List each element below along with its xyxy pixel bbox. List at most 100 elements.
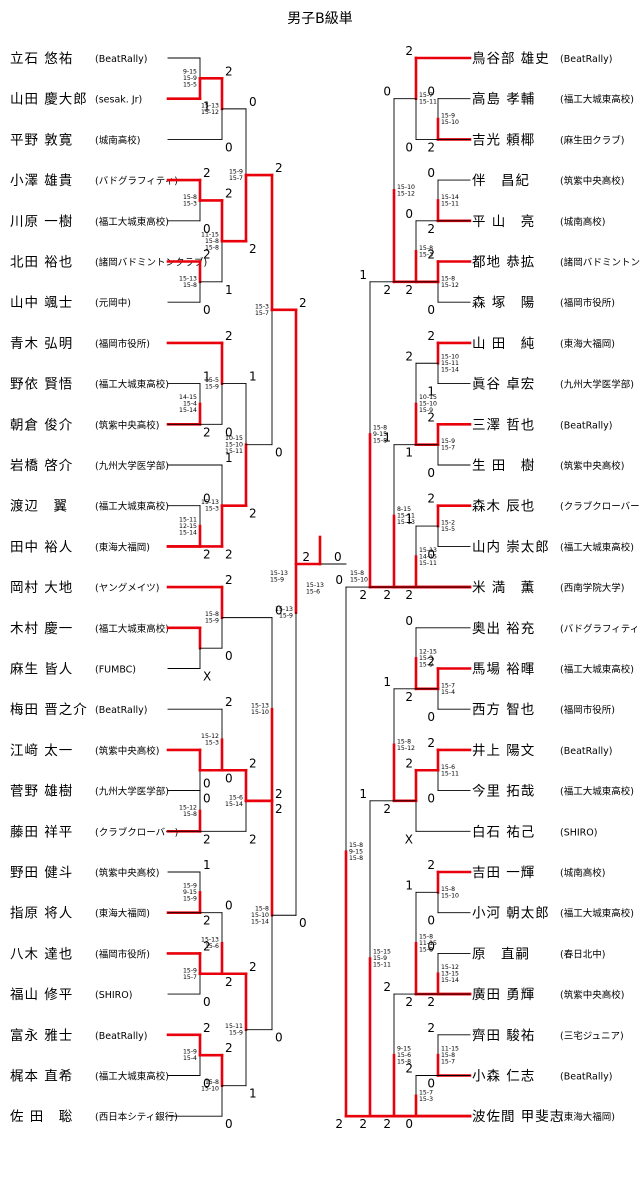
right-player-affil: (筑紫中央高校) bbox=[560, 989, 624, 1001]
right-game-score: 15-12 bbox=[441, 964, 459, 971]
right-game-score: 15-14 bbox=[441, 977, 459, 984]
right-player-name: 生 田 樹 bbox=[472, 458, 535, 474]
right-game-score: 15-12 bbox=[397, 745, 415, 752]
right-game-score: 15-8 bbox=[441, 886, 455, 893]
left-game-score: 15-4 bbox=[183, 401, 197, 408]
left-player-affil: (SHIRO) bbox=[95, 990, 132, 1001]
right-game-score: 15-11 bbox=[441, 200, 459, 207]
left-set-score: 2 bbox=[225, 695, 233, 709]
left-set-score: 0 bbox=[203, 303, 211, 317]
left-game-score: 15-12 bbox=[201, 109, 219, 116]
right-game-score: 15-8 bbox=[373, 438, 387, 445]
left-game-score: 15-14 bbox=[179, 407, 197, 414]
left-game-score: 15-3 bbox=[183, 200, 197, 207]
right-set-score: 2 bbox=[427, 329, 435, 343]
final-game-score: 15-13 bbox=[306, 582, 324, 589]
left-game-score: 10-15 bbox=[225, 435, 243, 442]
right-player-affil: (麻生田クラブ) bbox=[560, 134, 624, 146]
left-player-affil: (東海大福岡) bbox=[95, 908, 150, 920]
right-player-affil: (西南学院大学) bbox=[560, 582, 624, 594]
left-player-affil: (福工大城東高校) bbox=[95, 216, 169, 228]
right-player-name: 小森 仁志 bbox=[472, 1069, 535, 1085]
right-player-name: 齊田 駿祐 bbox=[472, 1028, 535, 1044]
right-set-score: 2 bbox=[405, 756, 413, 770]
right-set-score: 0 bbox=[427, 792, 435, 806]
left-game-score: 15-3 bbox=[205, 740, 219, 747]
left-set-score: 2 bbox=[225, 186, 233, 200]
right-set-score: 2 bbox=[427, 140, 435, 154]
right-set-score: 2 bbox=[405, 588, 413, 602]
right-game-score: 15-8 bbox=[419, 933, 433, 940]
final-set-score: 2 bbox=[302, 550, 310, 564]
left-player-name: 佐 田 聡 bbox=[10, 1109, 73, 1125]
left-game-score: 15-11 bbox=[179, 516, 197, 523]
left-game-score: 15-9 bbox=[183, 1049, 197, 1056]
right-player-name: 奥出 裕充 bbox=[472, 620, 535, 637]
left-set-score: 0 bbox=[225, 771, 233, 785]
left-game-score: 15-7 bbox=[229, 175, 243, 182]
right-game-score: 15-9 bbox=[373, 955, 387, 962]
left-set-score: 0 bbox=[225, 649, 233, 663]
right-game-score: 15-11 bbox=[419, 560, 437, 567]
left-game-score: 15-13 bbox=[275, 606, 293, 613]
right-set-score: 2 bbox=[427, 736, 435, 750]
right-player-name: 馬場 裕暉 bbox=[472, 662, 535, 678]
right-game-score: 15-5 bbox=[441, 526, 455, 533]
left-player-name: 藤田 祥平 bbox=[10, 824, 73, 840]
left-player-affil: (福工大城東高校) bbox=[95, 623, 169, 635]
left-player-affil: (東海大福岡) bbox=[95, 541, 150, 553]
right-set-score: 2 bbox=[427, 1021, 435, 1035]
right-set-score: 0 bbox=[427, 303, 435, 317]
left-game-score: 15-8 bbox=[255, 905, 269, 912]
left-game-score: 12-15 bbox=[179, 523, 197, 530]
left-set-score: 2 bbox=[203, 832, 211, 846]
right-set-score: 0 bbox=[427, 710, 435, 724]
right-game-score: 15-11 bbox=[397, 513, 415, 520]
right-set-score: 0 bbox=[383, 85, 391, 99]
left-game-score: 15-14 bbox=[225, 801, 243, 808]
right-player-name: 吉光 頼椰 bbox=[472, 132, 535, 148]
right-set-score: X bbox=[405, 832, 413, 846]
right-set-score: 2 bbox=[427, 995, 435, 1009]
right-game-score: 15-7 bbox=[419, 92, 433, 99]
right-player-name: 山内 崇太郎 bbox=[472, 539, 550, 555]
left-game-score: 15-9 bbox=[205, 618, 219, 625]
right-player-name: 高島 孝輔 bbox=[472, 91, 535, 108]
left-set-score: 2 bbox=[275, 787, 283, 801]
left-player-name: 小澤 雄貴 bbox=[10, 173, 73, 189]
right-game-score: 15-8 bbox=[419, 946, 433, 953]
left-set-score: 0 bbox=[299, 916, 307, 930]
right-set-score: 0 bbox=[427, 1077, 435, 1091]
right-set-score: 0 bbox=[405, 614, 413, 628]
left-game-score: 15-9 bbox=[229, 1030, 243, 1037]
right-player-affil: (BeatRally) bbox=[560, 1072, 612, 1083]
left-set-score: 2 bbox=[225, 975, 233, 989]
left-set-score: 0 bbox=[225, 899, 233, 913]
right-game-score: 15-3 bbox=[419, 251, 433, 258]
left-player-name: 北田 裕也 bbox=[10, 255, 73, 271]
right-set-score: 2 bbox=[383, 283, 391, 297]
left-set-score: 0 bbox=[275, 1031, 283, 1045]
right-set-score: 2 bbox=[383, 802, 391, 816]
left-player-name: 朝倉 俊介 bbox=[10, 417, 73, 433]
left-player-name: 麻生 皆人 bbox=[10, 662, 73, 678]
left-set-score: 0 bbox=[225, 140, 233, 154]
left-set-score: 2 bbox=[203, 547, 211, 561]
right-game-score: 10-15 bbox=[419, 394, 437, 401]
left-game-score: 15-13 bbox=[251, 703, 269, 710]
left-set-score: 2 bbox=[249, 507, 257, 521]
left-set-score: 2 bbox=[203, 166, 211, 180]
right-game-score: 15-6 bbox=[441, 764, 455, 771]
right-game-score: 15-9 bbox=[441, 113, 455, 120]
right-set-score: 0 bbox=[405, 1117, 413, 1131]
left-game-score: 15-9 bbox=[183, 967, 197, 974]
right-set-score: 2 bbox=[427, 410, 435, 424]
right-player-name: 三澤 哲也 bbox=[472, 417, 535, 433]
right-player-name: 廣田 勇輝 bbox=[472, 986, 535, 1003]
right-set-score: 1 bbox=[405, 446, 413, 460]
left-game-score: 15-4 bbox=[183, 1055, 197, 1062]
right-player-affil: (バドグラフィティ) bbox=[560, 623, 640, 635]
right-game-score: 15-9 bbox=[441, 438, 455, 445]
left-player-name: 川原 一樹 bbox=[10, 214, 73, 230]
left-game-score: 15-6 bbox=[205, 943, 219, 950]
